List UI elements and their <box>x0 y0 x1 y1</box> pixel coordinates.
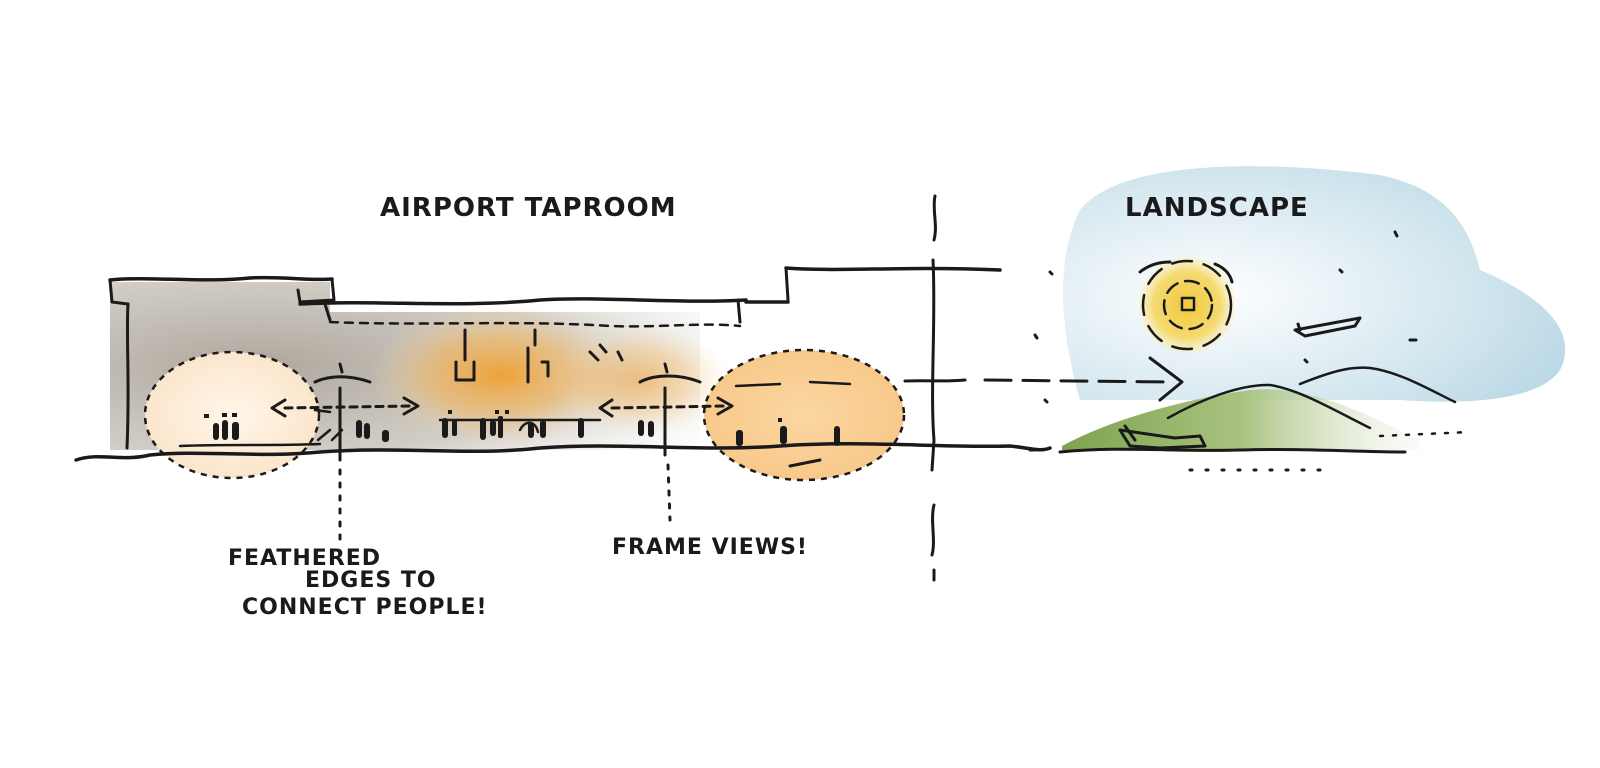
taproom-label: AIRPORT TAPROOM <box>380 193 677 223</box>
mountain-lines <box>1166 366 1472 438</box>
frame-views-bubble <box>702 348 906 482</box>
ground-line <box>74 441 1052 462</box>
sketch-marks <box>598 230 1418 452</box>
airplane-in-sky-icon <box>1293 316 1362 338</box>
landscape-label: LANDSCAPE <box>1125 193 1309 223</box>
connect-arrow-right <box>598 396 734 418</box>
feathered-edges-label-line3: CONNECT PEOPLE! <box>242 595 488 620</box>
airplane-on-ground-icon <box>1118 424 1207 450</box>
connect-arrow-left <box>270 396 420 418</box>
column-marker-left <box>313 362 372 547</box>
table-lines <box>178 380 852 448</box>
column-marker-right <box>638 362 702 522</box>
view-arrow <box>903 356 1184 402</box>
building-outline <box>108 266 1002 468</box>
pendant-lights <box>454 328 624 384</box>
sun-icon <box>1138 257 1235 353</box>
people-figures <box>213 416 840 446</box>
frame-views-label: FRAME VIEWS! <box>612 535 808 560</box>
feathered-edges-label-line1: FEATHERED <box>228 546 381 571</box>
ground-line-right <box>1058 447 1407 454</box>
people-heads <box>204 410 782 422</box>
feathered-edges-label-line2: EDGES TO <box>305 568 437 593</box>
section-divider <box>930 194 937 582</box>
